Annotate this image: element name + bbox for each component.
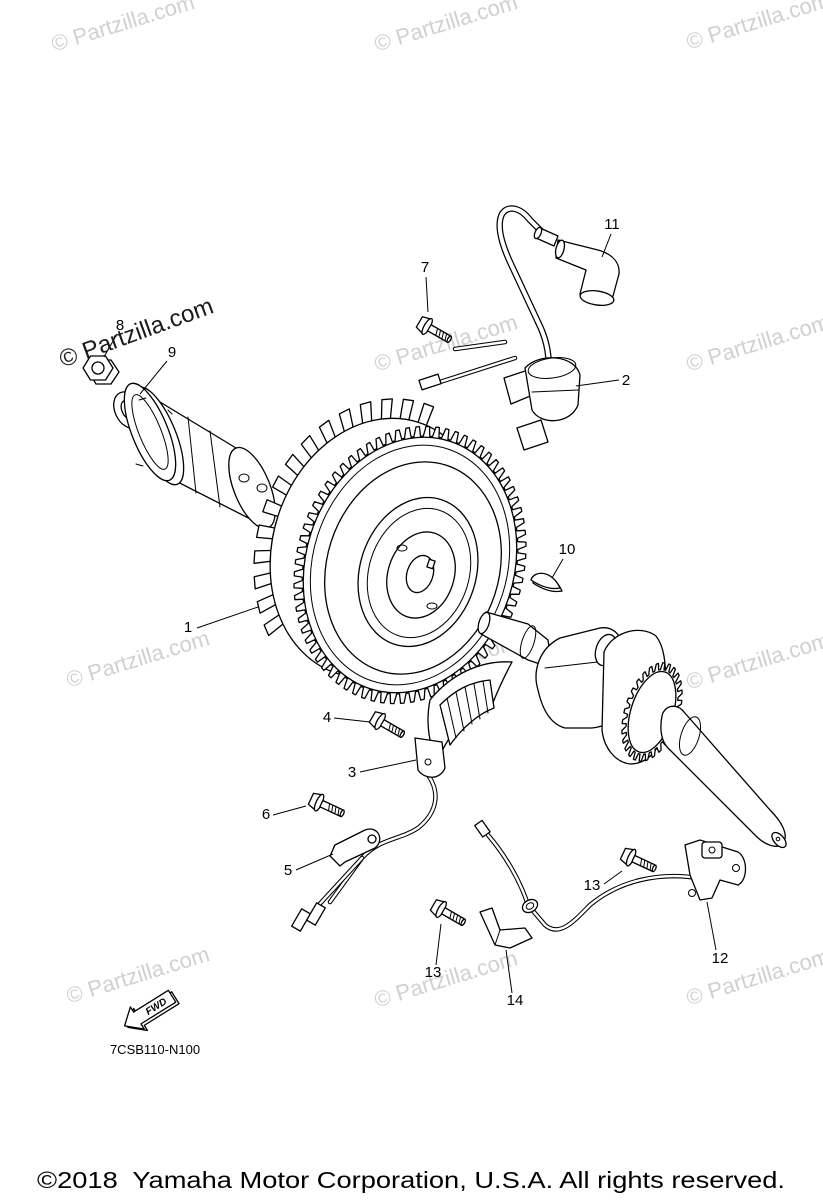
leader-line-12 <box>706 901 717 951</box>
lead-grommet <box>521 898 539 914</box>
callouts: 11 7 8 9 2 10 1 4 3 6 5 13 12 13 14 <box>116 216 729 1009</box>
copyright-notice: ©2018 Yamaha Motor Corporation, U.S.A. A… <box>37 1167 785 1193</box>
sensor-lead-terminal <box>474 819 491 838</box>
callout-2: 2 <box>622 372 630 389</box>
leader-line-11 <box>601 233 612 258</box>
callout-8: 8 <box>116 317 124 334</box>
part-wire-clamp <box>329 828 381 867</box>
lead-connector <box>306 902 326 926</box>
sensor-bracket <box>684 839 747 901</box>
part-ignition-coil <box>418 205 581 451</box>
flywheel-bore <box>405 554 435 594</box>
leader-line-3 <box>359 759 417 773</box>
callout-3: 3 <box>348 764 356 781</box>
coil-body <box>524 357 581 422</box>
callout-1: 1 <box>184 619 192 636</box>
part-bracket-clip <box>479 907 533 949</box>
callout-10: 10 <box>559 541 576 558</box>
callout-13-lower: 13 <box>425 964 442 981</box>
part-pickup-coil <box>291 661 513 932</box>
leader-line-6 <box>272 805 307 816</box>
callout-9: 9 <box>168 344 176 361</box>
callout-7: 7 <box>421 259 429 276</box>
part-flywheel <box>253 398 527 705</box>
leader-line-13-lower <box>435 923 442 966</box>
flywheel-keyway <box>426 558 436 570</box>
leader-line-13-upper <box>603 870 623 885</box>
leader-line-14 <box>505 949 513 994</box>
leader-line-10 <box>551 558 564 579</box>
callout-4: 4 <box>323 709 331 726</box>
callout-6: 6 <box>262 806 270 823</box>
callout-14: 14 <box>507 992 524 1009</box>
leader-line-2 <box>575 379 620 387</box>
callout-11: 11 <box>604 216 620 233</box>
part-nut <box>82 355 120 385</box>
part-sensor <box>474 819 747 932</box>
diagram-code: 7CSB110-N100 <box>110 1042 200 1057</box>
part-crankshaft <box>477 611 787 849</box>
callout-13-upper: 13 <box>584 877 601 894</box>
fwd-arrow: FWD <box>123 989 180 1032</box>
part-spark-plug-cap <box>533 226 620 306</box>
callout-5: 5 <box>284 862 292 879</box>
part-woodruff-key <box>530 572 563 593</box>
sensor-head <box>701 841 723 859</box>
leader-line-5 <box>295 853 334 871</box>
primary-lead-connector <box>418 373 442 391</box>
leader-line-7 <box>425 276 429 313</box>
callout-12: 12 <box>712 950 729 967</box>
lead-connector <box>291 908 311 932</box>
leader-line-8 <box>103 333 118 358</box>
leader-line-1 <box>196 606 259 629</box>
leader-line-9 <box>139 360 168 395</box>
leader-line-4 <box>333 717 371 723</box>
leader-lines <box>103 233 717 994</box>
coil-core-lower <box>516 419 549 451</box>
